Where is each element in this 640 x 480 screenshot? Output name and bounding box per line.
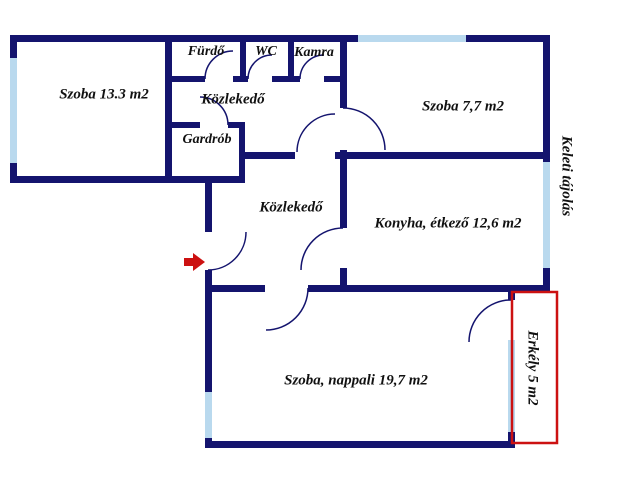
door-arc-szoba2 xyxy=(342,107,386,151)
door-arc-gardrob xyxy=(199,96,229,126)
door-arc-kamra xyxy=(299,54,325,80)
room-label-szoba-13: Szoba 13.3 m2 xyxy=(59,86,149,103)
door-arc-wc xyxy=(247,54,273,80)
door-arc-furdo xyxy=(204,50,234,80)
balcony-outline xyxy=(510,290,559,445)
door-arcs xyxy=(199,50,512,343)
room-label-konyha: Konyha, étkező 12,6 m2 xyxy=(374,215,522,232)
room-label-kamra: Kamra xyxy=(294,45,334,60)
room-label-furdo: Fürdő xyxy=(187,44,225,59)
room-label-kozlekedo-mid: Közlekedő xyxy=(259,199,323,216)
room-label-wc: WC xyxy=(255,44,277,59)
room-label-kozlekedo-top: Közlekedő xyxy=(201,91,265,108)
room-label-erkely: Erkély 5 m2 xyxy=(524,330,541,406)
door-arc-nappali xyxy=(265,287,309,331)
door-arc-konyha xyxy=(300,227,344,271)
door-arc-kozlekedo xyxy=(296,113,336,153)
room-label-nappali: Szoba, nappali 19,7 m2 xyxy=(284,372,428,389)
room-label-szoba-77: Szoba 7,7 m2 xyxy=(421,98,505,115)
door-arc-entrance xyxy=(207,231,247,271)
door-arc-erkely xyxy=(468,299,512,343)
room-label-gardrob: Gardrób xyxy=(182,132,232,147)
entrance-arrow-icon xyxy=(184,253,205,271)
orientation-label: Keleti tájolás xyxy=(558,135,575,217)
